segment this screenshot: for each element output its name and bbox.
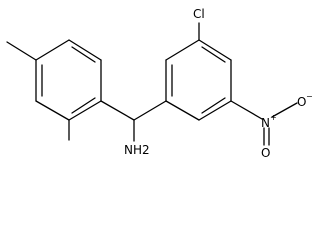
bond: [165, 39, 200, 61]
amine-label: NH2: [124, 143, 150, 157]
bond: [35, 39, 70, 61]
nitro-oxygen-right-label: O: [297, 95, 306, 109]
bond-to-nitro: [230, 100, 263, 120]
nitro-oxygen-bottom-label: O: [261, 146, 270, 160]
bond: [198, 39, 232, 61]
double-bond: [71, 97, 96, 114]
methyl-bond-para: [6, 41, 37, 61]
bond-n-o-right: [271, 102, 298, 118]
chloronitrophenyl-ring: [165, 39, 232, 121]
dimethylphenyl-ring: [35, 39, 102, 121]
bond: [165, 100, 200, 121]
bond: [198, 100, 232, 121]
chlorine-label: Cl: [193, 7, 205, 21]
nitro-positive-charge: +: [270, 113, 277, 122]
structure-diagram: Cl NH2 N + O − O: [6, 7, 313, 160]
bond: [68, 100, 102, 121]
nitro-nitrogen-label: N: [261, 116, 270, 130]
bond-ch-to-ring: [133, 100, 167, 121]
bond-ring-to-ch: [100, 100, 135, 121]
bond: [68, 39, 102, 61]
double-bond: [71, 46, 96, 63]
bond: [35, 100, 70, 121]
double-bond: [201, 46, 226, 63]
oxygen-negative-charge: −: [306, 92, 313, 101]
double-bond: [201, 97, 226, 114]
